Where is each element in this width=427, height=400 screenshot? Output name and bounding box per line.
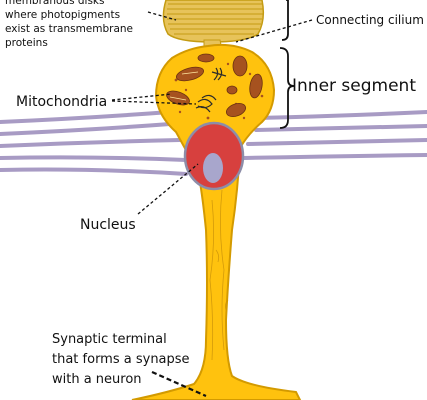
mitochondria-cristae <box>169 71 199 101</box>
outer-segment <box>162 0 265 43</box>
mitochondria-label: Mitochondria <box>16 94 108 110</box>
disks-label-line2: where photopigments <box>5 9 121 21</box>
mitochondria <box>166 53 263 117</box>
nucleolus <box>203 153 223 183</box>
golgi <box>195 67 227 113</box>
nucleus-label: Nucleus <box>80 217 136 233</box>
disks-label-line4: proteins <box>5 37 48 49</box>
inner-segment-bracket <box>279 47 295 129</box>
cell-body <box>131 43 302 400</box>
synaptic-label-line1: Synaptic terminal <box>52 332 167 347</box>
synaptic-label-line3: with a neuron <box>52 372 142 387</box>
synaptic-label-line2: that forms a synapse <box>52 352 190 367</box>
outer-segment-bracket <box>281 0 289 41</box>
axon-fibers <box>209 189 229 361</box>
nucleus <box>183 121 245 191</box>
synaptic-leader <box>151 370 207 398</box>
left-membranes <box>0 110 188 176</box>
disks-label-line3: exist as transmembrane <box>5 23 134 35</box>
leader-lines <box>111 11 313 215</box>
synaptic-terminal-label: Synaptic terminal that forms a synapse w… <box>52 330 190 390</box>
disks-label-line1: membranous disks <box>5 0 105 7</box>
connecting-cilium-label: Connecting cilium <box>316 13 424 27</box>
disks-label: membranous disks where photopigments exi… <box>5 0 165 50</box>
right-membranes <box>242 110 427 160</box>
inner-segment-label: Inner segment <box>292 76 416 96</box>
